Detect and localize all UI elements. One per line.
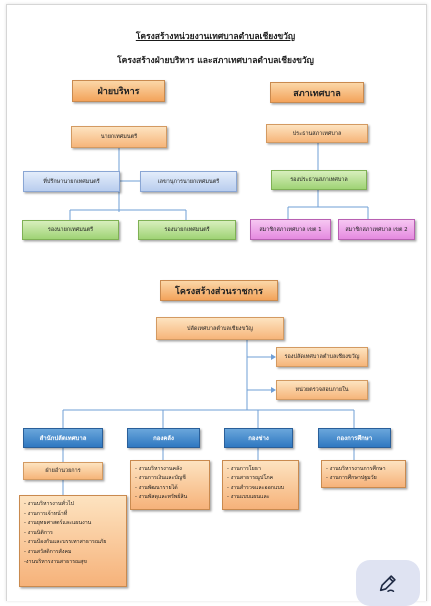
- mayor-box: นายกเทศมนตรี: [71, 126, 167, 148]
- list-item: - งานสาธารณูปโภค: [227, 475, 274, 482]
- list-item: -งานบริหารงานสาธารณสุข: [24, 558, 87, 565]
- deputy-mayor-box-2: รองนายกเทศมนตรี: [138, 220, 236, 240]
- council-vice-president-box: รองประธานสภาเทศบาล: [271, 170, 367, 190]
- education-task-list: - งานบริหารงานการศึกษา - งานการศึกษาปฐมว…: [321, 460, 406, 488]
- page-title: โครงสร้างหน่วยงานเทศบาลตำบลเชียงขวัญ: [135, 32, 296, 42]
- clerk-office-task-list: - งานบริหารงานทั่วไป - งานการเจ้าหน้าที่…: [19, 495, 127, 587]
- council-member-box-2: สมาชิกสภาเทศบาล เขต 2: [338, 219, 415, 240]
- admin-section-box: ฝ่ายอำนวยการ: [23, 462, 103, 480]
- engineering-task-list: - งานการโยธา - งานสาธารณูปโภค - งานสำรวจ…: [222, 460, 299, 510]
- municipal-clerk-box: ปลัดเทศบาลตำบลเชียงขวัญ: [156, 317, 284, 340]
- page-subtitle: โครงสร้างฝ่ายบริหาร และสภาเทศบาลตำบลเชีย…: [117, 56, 314, 66]
- secretary-box: เลขานุการนายกเทศมนตรี: [140, 171, 237, 192]
- finance-task-list: - งานบริหารงานคลัง - งานการเงินและบัญชี …: [130, 460, 210, 510]
- council-header: สภาเทศบาล: [270, 82, 364, 103]
- council-member-box-1: สมาชิกสภาเทศบาล เขต 1: [250, 219, 331, 240]
- department-engineering: กองช่าง: [224, 428, 293, 448]
- list-item: - งานสำรวจและออกแบบ: [227, 484, 285, 491]
- list-item: - งานพัฒนารายได้: [135, 484, 178, 491]
- list-item: - งานการเจ้าหน้าที่: [24, 510, 68, 517]
- department-education: กองการศึกษา: [318, 428, 391, 448]
- department-clerk-office: สำนักปลัดเทศบาล: [23, 428, 103, 448]
- edit-pen-icon: [379, 575, 396, 592]
- list-item: - งานสวัสดิการสังคม: [24, 548, 72, 555]
- edit-button[interactable]: [356, 560, 420, 606]
- list-item: - งานการศึกษาปฐมวัย: [326, 475, 377, 482]
- list-item: - งานบริหารงานการศึกษา: [326, 466, 386, 472]
- list-item: - งานบริหารงานทั่วไป: [24, 501, 74, 507]
- internal-audit-box: หน่วยตรวจสอบภายใน: [276, 380, 368, 400]
- list-item: - งานการเงินและบัญชี: [135, 475, 186, 482]
- list-item: - งานนิติการ: [24, 529, 53, 536]
- deputy-clerk-box: รองปลัดเทศบาลตำบลเชียงขวัญ: [276, 347, 368, 367]
- agency-header: โครงสร้างส่วนราชการ: [160, 280, 278, 301]
- list-item: - งานการโยธา: [227, 466, 261, 472]
- list-item: - งานบริหารงานคลัง: [135, 466, 182, 472]
- list-item: - งานแบบแผนและ: [227, 494, 270, 501]
- advisor-box: ที่ปรึกษานายกเทศมนตรี: [23, 171, 120, 192]
- department-finance: กองคลัง: [127, 428, 200, 448]
- council-president-box: ประธานสภาเทศบาล: [266, 124, 368, 143]
- list-item: - งานยุทธศาสตร์และแผนงาน: [24, 520, 92, 527]
- list-item: - งานป้องกันและบรรเทาสาธารณภัย: [24, 539, 107, 546]
- list-item: - งานพัสดุและทรัพย์สิน: [135, 494, 188, 501]
- deputy-mayor-box-1: รองนายกเทศมนตรี: [22, 220, 119, 240]
- executive-header: ฝ่ายบริหาร: [72, 80, 165, 102]
